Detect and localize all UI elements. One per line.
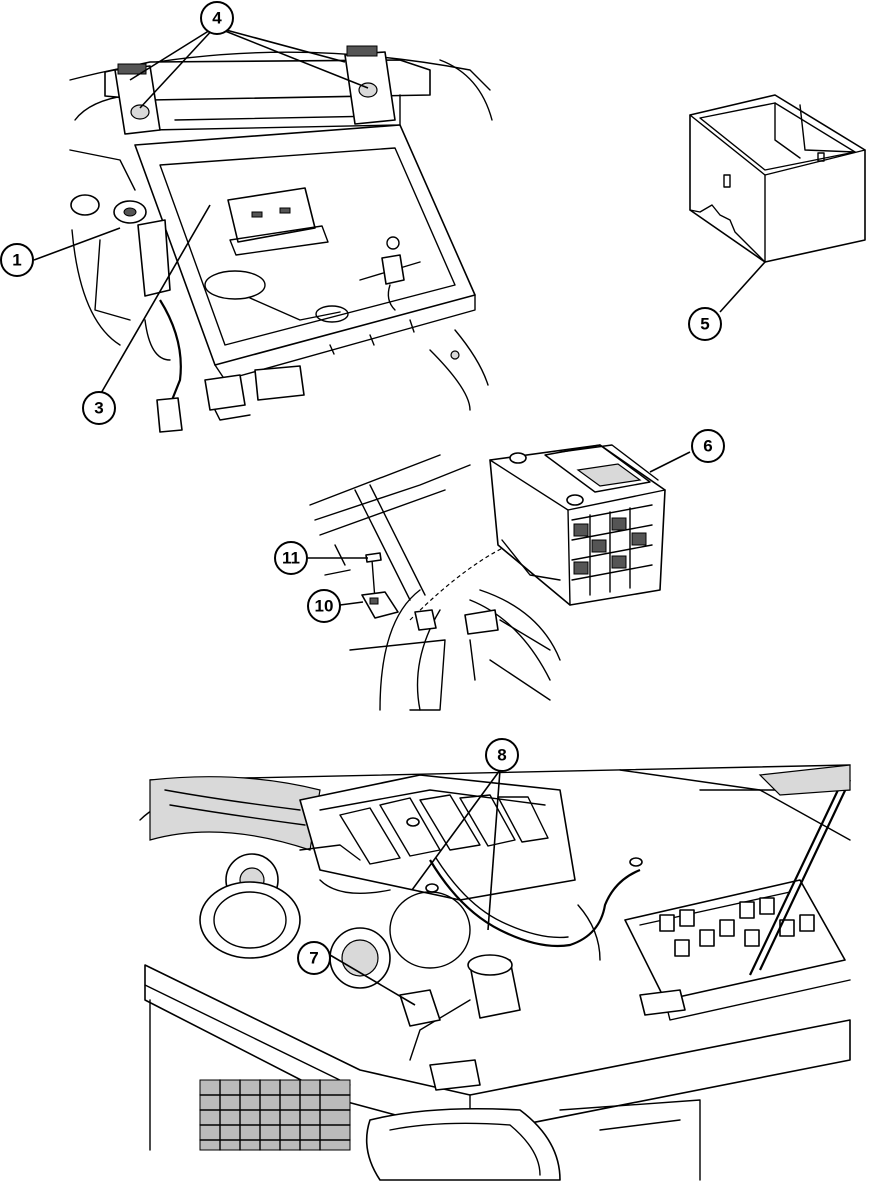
- callout-10: 10: [307, 589, 341, 623]
- engine-compartment-view: [139, 764, 851, 1181]
- leader-lines: [33, 26, 766, 1006]
- callout-8-label: 8: [497, 746, 506, 765]
- callout-7: 7: [297, 941, 331, 975]
- callout-3: 3: [82, 391, 116, 425]
- callout-1-label: 1: [12, 251, 21, 270]
- battery-install-view: [309, 444, 666, 711]
- callout-4: 4: [200, 1, 234, 35]
- intake-ribs: [339, 794, 549, 865]
- callout-11: 11: [274, 541, 308, 575]
- relay-blocks: [659, 897, 815, 957]
- callout-3-label: 3: [94, 399, 103, 418]
- grille-mesh: [199, 1079, 351, 1151]
- battery-vent-grid: [571, 504, 653, 596]
- callout-6: 6: [691, 429, 725, 463]
- callout-5-label: 5: [700, 315, 709, 334]
- callout-6-label: 6: [703, 437, 712, 456]
- callout-7-label: 7: [309, 949, 318, 968]
- callout-10-label: 10: [315, 597, 334, 616]
- callout-1: 1: [0, 243, 34, 277]
- callout-8: 8: [485, 738, 519, 772]
- callout-5: 5: [688, 307, 722, 341]
- callout-4-label: 4: [212, 9, 222, 28]
- battery-tray-view: [69, 45, 493, 433]
- battery-cover-box: [689, 94, 866, 263]
- callout-11-label: 11: [282, 549, 300, 568]
